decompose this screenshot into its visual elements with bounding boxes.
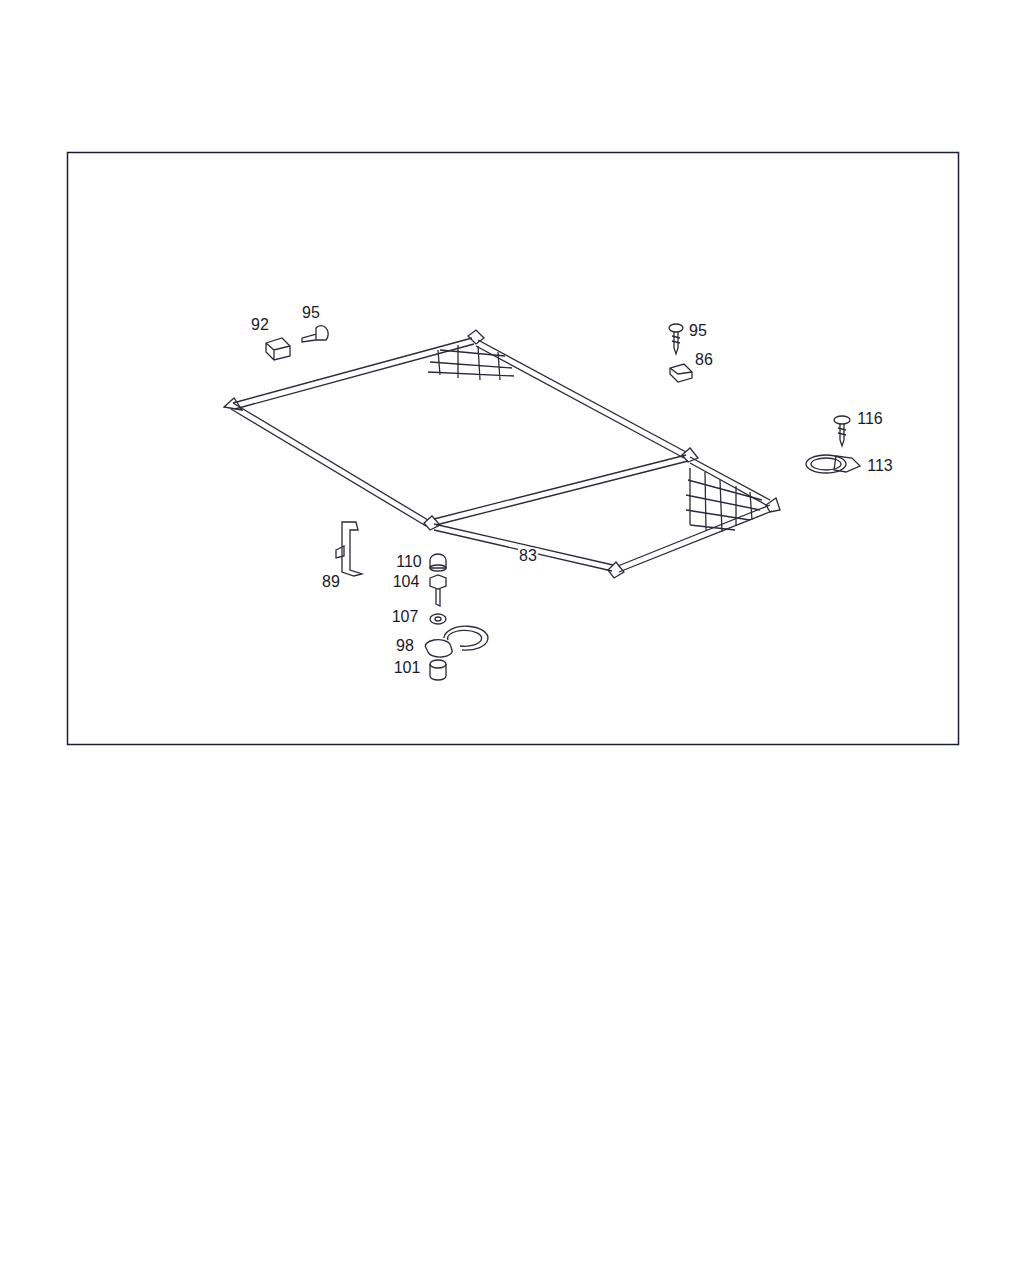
callout-number: 98: [395, 638, 415, 654]
callout-number: 116: [856, 411, 884, 427]
callout-number: 107: [391, 609, 420, 625]
callout-number: 89: [321, 574, 341, 590]
callout-number: 86: [694, 352, 714, 368]
callout-number: 110: [395, 554, 423, 570]
callout-number: 92: [250, 317, 270, 333]
callout-number: 101: [393, 660, 422, 676]
callout-number: 83: [518, 548, 538, 564]
callout-number: 104: [392, 574, 421, 590]
callout-number: 95: [301, 305, 321, 321]
callout-number: 95: [688, 323, 708, 339]
cargo-net: [224, 330, 780, 578]
callout-number: 113: [866, 458, 894, 474]
